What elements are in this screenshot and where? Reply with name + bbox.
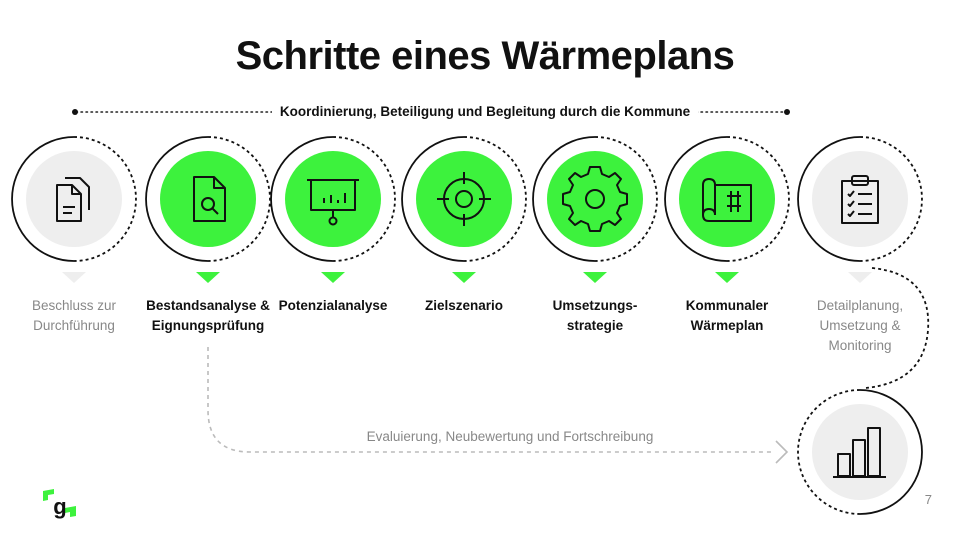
bar-chart-icon [833,427,886,478]
document-search-icon [193,176,226,222]
page-title: Schritte eines Wärmeplans [235,34,735,78]
step-node-1 [11,136,137,283]
step-label-1: Beschluss zur Durchführung [31,298,117,333]
svg-text:g: g [53,494,66,519]
feedback-loop-label: Evaluierung, Neubewertung und Fortschrei… [366,429,654,444]
coordination-label: Koordinierung, Beteiligung und Begleitun… [271,104,699,119]
step-label-2: Bestandsanalyse & Eignungsprüfung [146,298,270,333]
step-node-7 [797,136,923,283]
step-node-2 [145,136,271,283]
coordination-label-wrap: Koordinierung, Beteiligung und Begleitun… [0,103,970,121]
step-label-5: Umsetzungs- strategie [552,298,638,333]
gear-icon [562,166,628,232]
presentation-board-icon [307,179,359,226]
step-label-3: Potenzialanalyse [278,298,388,313]
step-label-4: Zielszenario [424,298,504,313]
step-node-4 [401,136,527,283]
target-icon [437,172,491,226]
documents-icon [56,177,90,222]
clipboard-checklist-icon [841,175,879,224]
blueprint-plan-icon [702,178,752,222]
feedback-loop-path [207,347,789,464]
step-node-6 [664,136,790,283]
step-node-5 [532,136,658,283]
page-number: 7 [924,492,932,507]
monitoring-node [797,389,923,515]
step-node-3 [270,136,396,283]
brand-logo: g [43,489,76,519]
step-label-7: Detailplanung, Umsetzung & Monitoring [816,298,904,353]
monitoring-connector [865,267,930,389]
step-label-6: Kommunaler Wärmeplan [685,298,769,333]
